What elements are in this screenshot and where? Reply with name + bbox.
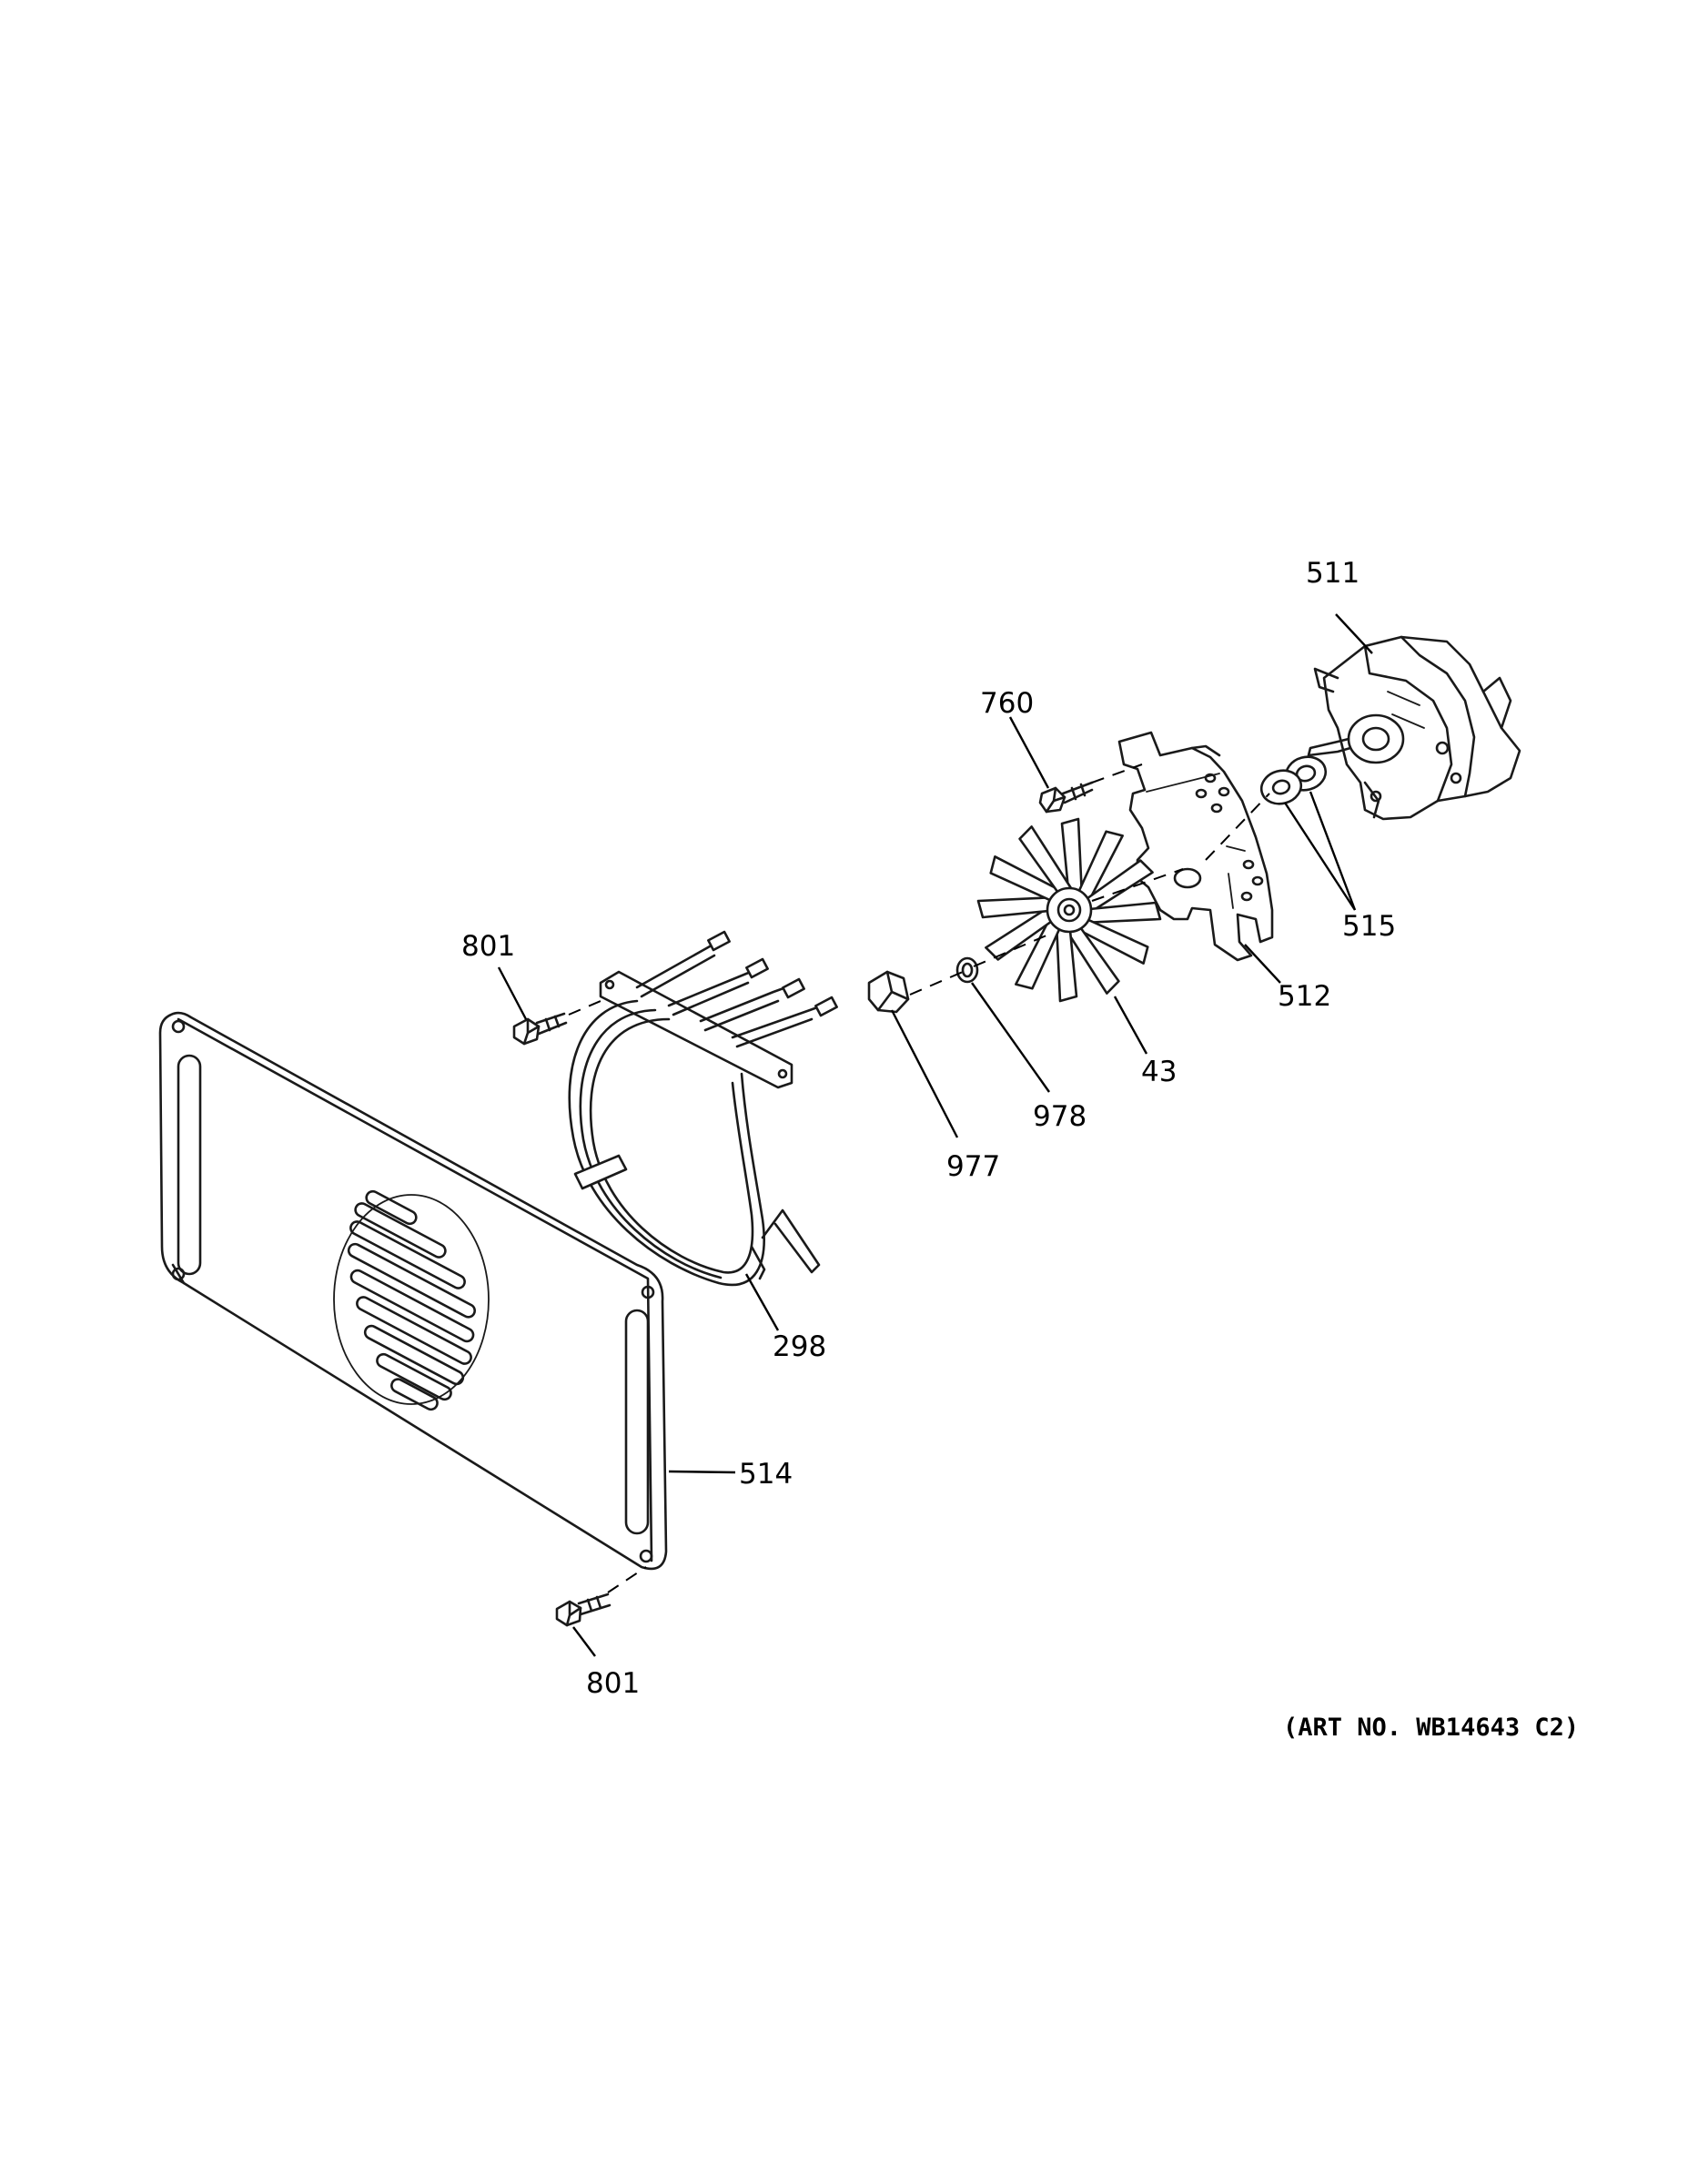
art-number: (ART NO. WB14643 C2) bbox=[1283, 1714, 1579, 1742]
assembly-axis-lines bbox=[568, 763, 1270, 1593]
nut-977 bbox=[867, 970, 910, 1014]
callout-514: 514 bbox=[739, 1458, 793, 1491]
fan-blade-43 bbox=[976, 817, 1162, 1003]
mounting-plate-512 bbox=[1117, 731, 1274, 962]
callout-labels: 511 760 515 512 801 43 978 977 298 514 8… bbox=[461, 557, 1396, 1700]
grille-slots bbox=[333, 1189, 490, 1411]
washers-515 bbox=[1259, 755, 1328, 805]
callout-512: 512 bbox=[1278, 980, 1331, 1013]
callout-298: 298 bbox=[773, 1330, 826, 1363]
callout-515: 515 bbox=[1342, 910, 1396, 943]
heating-element-298 bbox=[568, 930, 838, 1287]
screw-760 bbox=[1038, 781, 1094, 814]
fan-cover-panel-514 bbox=[158, 1011, 668, 1571]
motor-511 bbox=[1307, 635, 1521, 821]
leader-lines bbox=[497, 613, 1373, 1657]
callout-511: 511 bbox=[1306, 557, 1359, 590]
callout-801-top: 801 bbox=[461, 930, 515, 963]
callout-43: 43 bbox=[1141, 1056, 1177, 1088]
washer-978 bbox=[955, 956, 979, 984]
callout-977: 977 bbox=[946, 1150, 1000, 1183]
callout-760: 760 bbox=[980, 687, 1034, 720]
screw-801-bottom bbox=[555, 1592, 612, 1627]
callout-978: 978 bbox=[1033, 1100, 1087, 1133]
callout-801-bottom: 801 bbox=[586, 1667, 640, 1700]
screw-801-top bbox=[512, 1012, 568, 1046]
